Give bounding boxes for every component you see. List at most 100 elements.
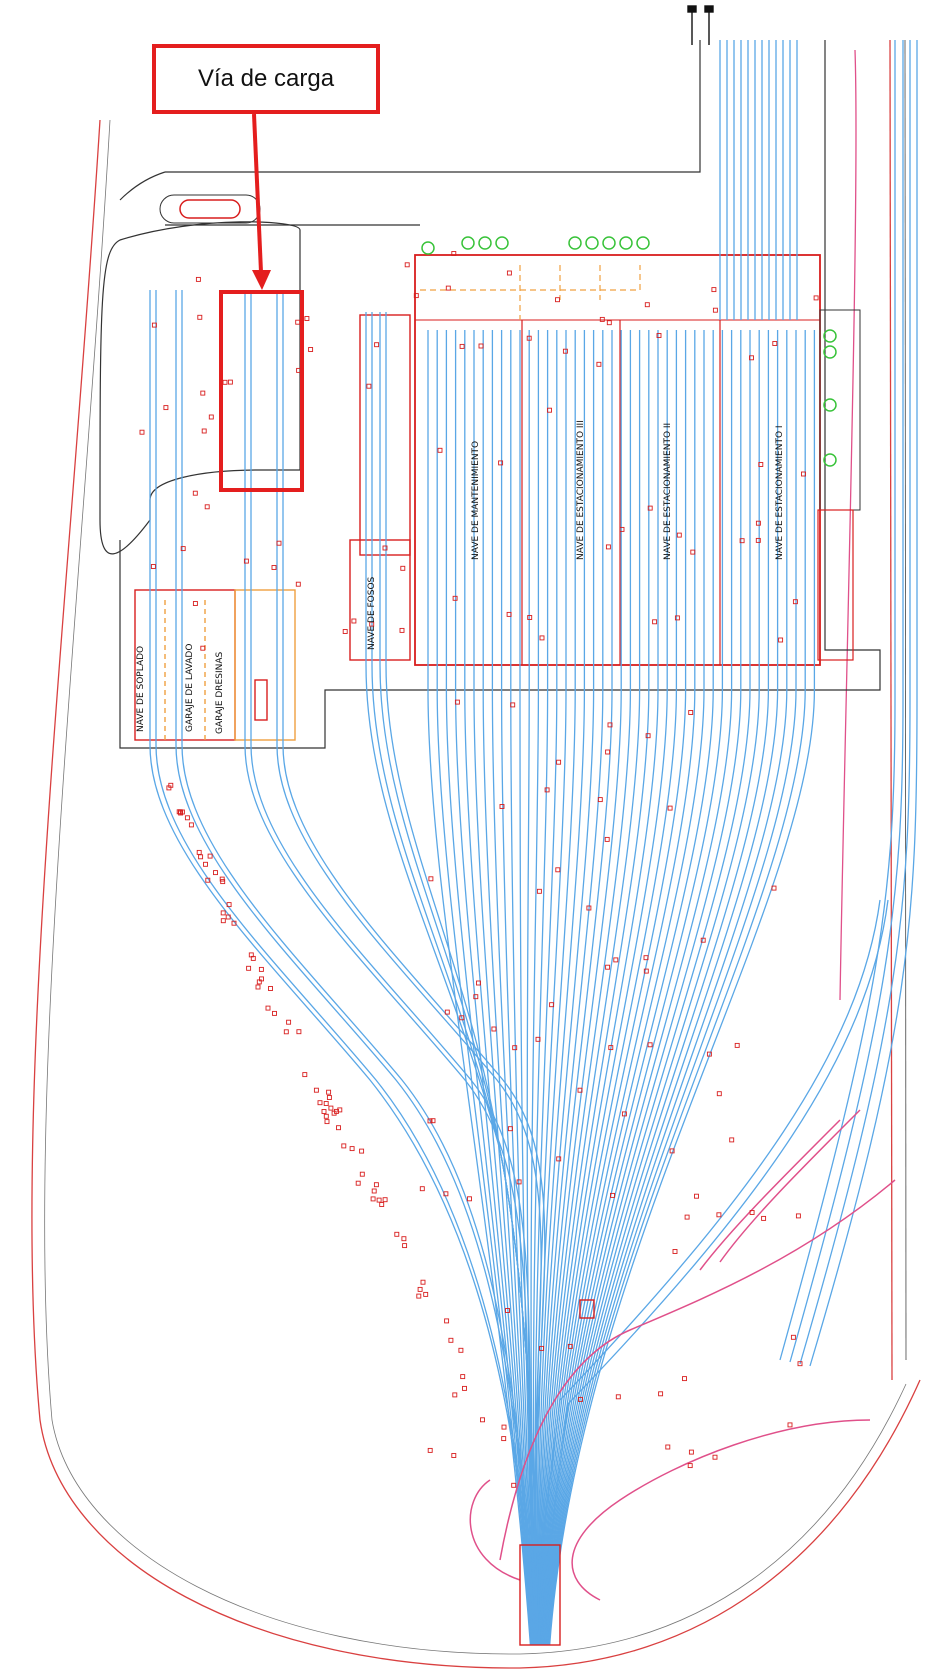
site-marker [317, 1100, 323, 1106]
site-marker [645, 733, 651, 739]
site-marker [341, 1143, 347, 1149]
site-marker [547, 407, 552, 413]
site-marker [619, 526, 625, 532]
site-marker [326, 1089, 332, 1095]
site-marker [401, 1236, 407, 1242]
track-curve [276, 744, 542, 1646]
site-marker [427, 1118, 433, 1124]
site-marker [536, 888, 542, 894]
site-marker [460, 1374, 466, 1380]
site-marker [225, 914, 231, 920]
track-curve [543, 689, 696, 1646]
site-marker [499, 804, 505, 809]
site-marker [501, 1436, 507, 1442]
site-marker [555, 297, 560, 303]
site-marker [451, 251, 457, 256]
site-marker [694, 1193, 699, 1199]
site-marker [359, 1171, 365, 1177]
track-curve [540, 689, 641, 1646]
track-curve [545, 689, 751, 1646]
site-marker [208, 414, 214, 420]
track-curve [547, 689, 779, 1646]
site-marker [535, 1036, 541, 1042]
site-marker [458, 1347, 464, 1353]
site-marker [658, 1391, 664, 1397]
site-marker [669, 1148, 675, 1154]
site-marker [462, 1385, 467, 1391]
site-marker [672, 1249, 678, 1254]
site-marker [700, 937, 706, 943]
site-marker [326, 1095, 332, 1100]
callout-label: Vía de carga [197, 65, 335, 92]
site-marker [454, 699, 460, 705]
site-marker [201, 428, 207, 434]
site-marker [180, 546, 186, 552]
site-marker [271, 565, 277, 570]
site-marker [656, 333, 662, 338]
east-tracks [539, 40, 918, 1561]
site-marker [729, 1137, 735, 1143]
label-nave-estacionamiento-3: NAVE DE ESTACIONAMIENTO III [576, 420, 586, 560]
site-marker [676, 532, 682, 538]
site-marker [227, 379, 233, 385]
track-curve [181, 744, 536, 1646]
site-marker [188, 822, 194, 828]
site-marker [667, 805, 673, 811]
site-marker [544, 787, 550, 793]
site-marker [416, 1293, 422, 1299]
site-marker [498, 460, 504, 466]
site-marker [163, 405, 169, 411]
site-marker [647, 505, 653, 511]
site-marker [151, 322, 157, 328]
pink-roads [469, 1109, 896, 1601]
track-curve [541, 689, 668, 1646]
orange-partitions [420, 265, 641, 320]
site-marker [801, 471, 806, 477]
track-curve [175, 744, 535, 1646]
label-nave-soplado: NAVE DE SOPLADO [136, 646, 146, 732]
site-marker [787, 1422, 793, 1428]
track-curve [510, 689, 536, 1646]
site-marker [420, 1279, 426, 1285]
site-marker [268, 986, 273, 991]
site-marker [605, 749, 611, 755]
site-marker [644, 302, 650, 308]
site-marker [192, 601, 198, 606]
site-marker [337, 1107, 343, 1113]
site-marker [226, 902, 232, 908]
site-marker [334, 1108, 339, 1114]
site-marker [597, 797, 603, 803]
track-curve [548, 689, 797, 1646]
site-marker [428, 876, 434, 882]
site-marker [417, 1286, 423, 1292]
site-marker [430, 1118, 436, 1124]
site-marker [351, 618, 357, 624]
site-marker [272, 1010, 277, 1016]
site-marker [231, 920, 237, 926]
site-marker [445, 285, 451, 291]
track-curve [155, 744, 534, 1646]
track-curve [149, 744, 533, 1646]
site-marker [308, 347, 314, 352]
site-marker [652, 619, 658, 625]
track-curve [491, 689, 535, 1646]
site-marker [749, 355, 754, 361]
site-marker [443, 1191, 449, 1197]
site-marker [394, 1231, 400, 1237]
site-marker [577, 1087, 583, 1093]
site-marker [621, 1111, 627, 1117]
site-marker [758, 462, 764, 467]
site-marker [248, 952, 254, 958]
site-marker [643, 955, 649, 961]
site-marker [716, 1091, 722, 1097]
label-nave-estacionamiento-2: NAVE DE ESTACIONAMIENTO II [663, 423, 673, 560]
site-marker [712, 1454, 718, 1460]
site-marker [688, 1449, 694, 1455]
yard-outline [99, 40, 881, 749]
site-marker [684, 1214, 690, 1220]
site-marker [506, 270, 512, 276]
site-marker [203, 861, 208, 867]
site-marker [195, 276, 201, 282]
track-curve [537, 689, 586, 1646]
site-marker [220, 918, 226, 924]
